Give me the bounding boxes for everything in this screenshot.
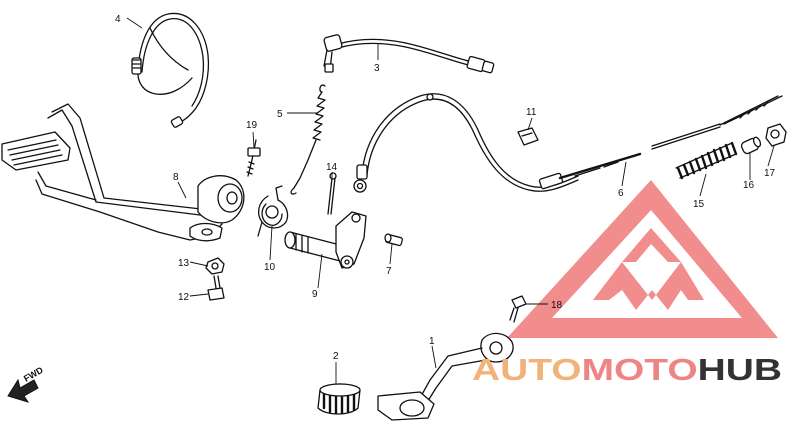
callout-10: 10 (264, 262, 276, 273)
watermark-part-auto: AUTO (472, 352, 582, 387)
shift-lever-part-1 (377, 332, 514, 421)
callout-16: 16 (743, 180, 755, 191)
spring-part-10 (257, 185, 289, 237)
watermark-part-moto: MOTO (582, 352, 698, 387)
callout-18: 18 (551, 300, 563, 311)
callout-5: 5 (277, 109, 283, 120)
callout-15: 15 (693, 199, 705, 210)
spring-part-5 (290, 84, 326, 195)
fwd-arrow: FWD (7, 365, 45, 403)
callout-9: 9 (312, 289, 318, 300)
nut-part-17 (765, 123, 787, 147)
collar-part-16 (740, 136, 762, 155)
clutch-cable-part-6 (353, 93, 783, 193)
callout-labels: 4 3 5 6 11 15 16 17 8 19 13 12 10 14 9 7… (115, 14, 776, 362)
callout-14: 14 (326, 162, 338, 173)
rubber-peg-part-2 (317, 383, 361, 415)
spring-part-15 (675, 141, 738, 180)
callout-3: 3 (374, 63, 380, 74)
callout-1: 1 (429, 336, 435, 347)
callout-8: 8 (173, 172, 179, 183)
bolt-part-12 (207, 275, 225, 301)
callout-2: 2 (333, 351, 339, 362)
callout-12: 12 (178, 292, 190, 303)
pin-part-7 (384, 233, 403, 247)
pin-part-14 (327, 172, 337, 215)
leader-lines (126, 17, 775, 384)
nut-part-13 (205, 257, 225, 275)
callout-4: 4 (115, 14, 121, 25)
clip-part-11 (517, 127, 539, 146)
cable-part-3 (323, 34, 495, 74)
bolt-part-18 (509, 295, 527, 323)
brake-cable-part-4 (131, 12, 210, 128)
watermark-logo (507, 180, 778, 338)
bolt-part-19 (246, 139, 261, 177)
callout-13: 13 (178, 258, 190, 269)
callout-11: 11 (526, 107, 537, 118)
watermark-part-hub: HUB (698, 352, 782, 387)
callout-17: 17 (764, 168, 776, 179)
shaft-part-9 (284, 211, 367, 269)
brake-pedal-part-8 (1, 103, 245, 242)
callout-6: 6 (618, 188, 624, 199)
callout-7: 7 (386, 266, 392, 277)
callout-19: 19 (246, 120, 258, 131)
